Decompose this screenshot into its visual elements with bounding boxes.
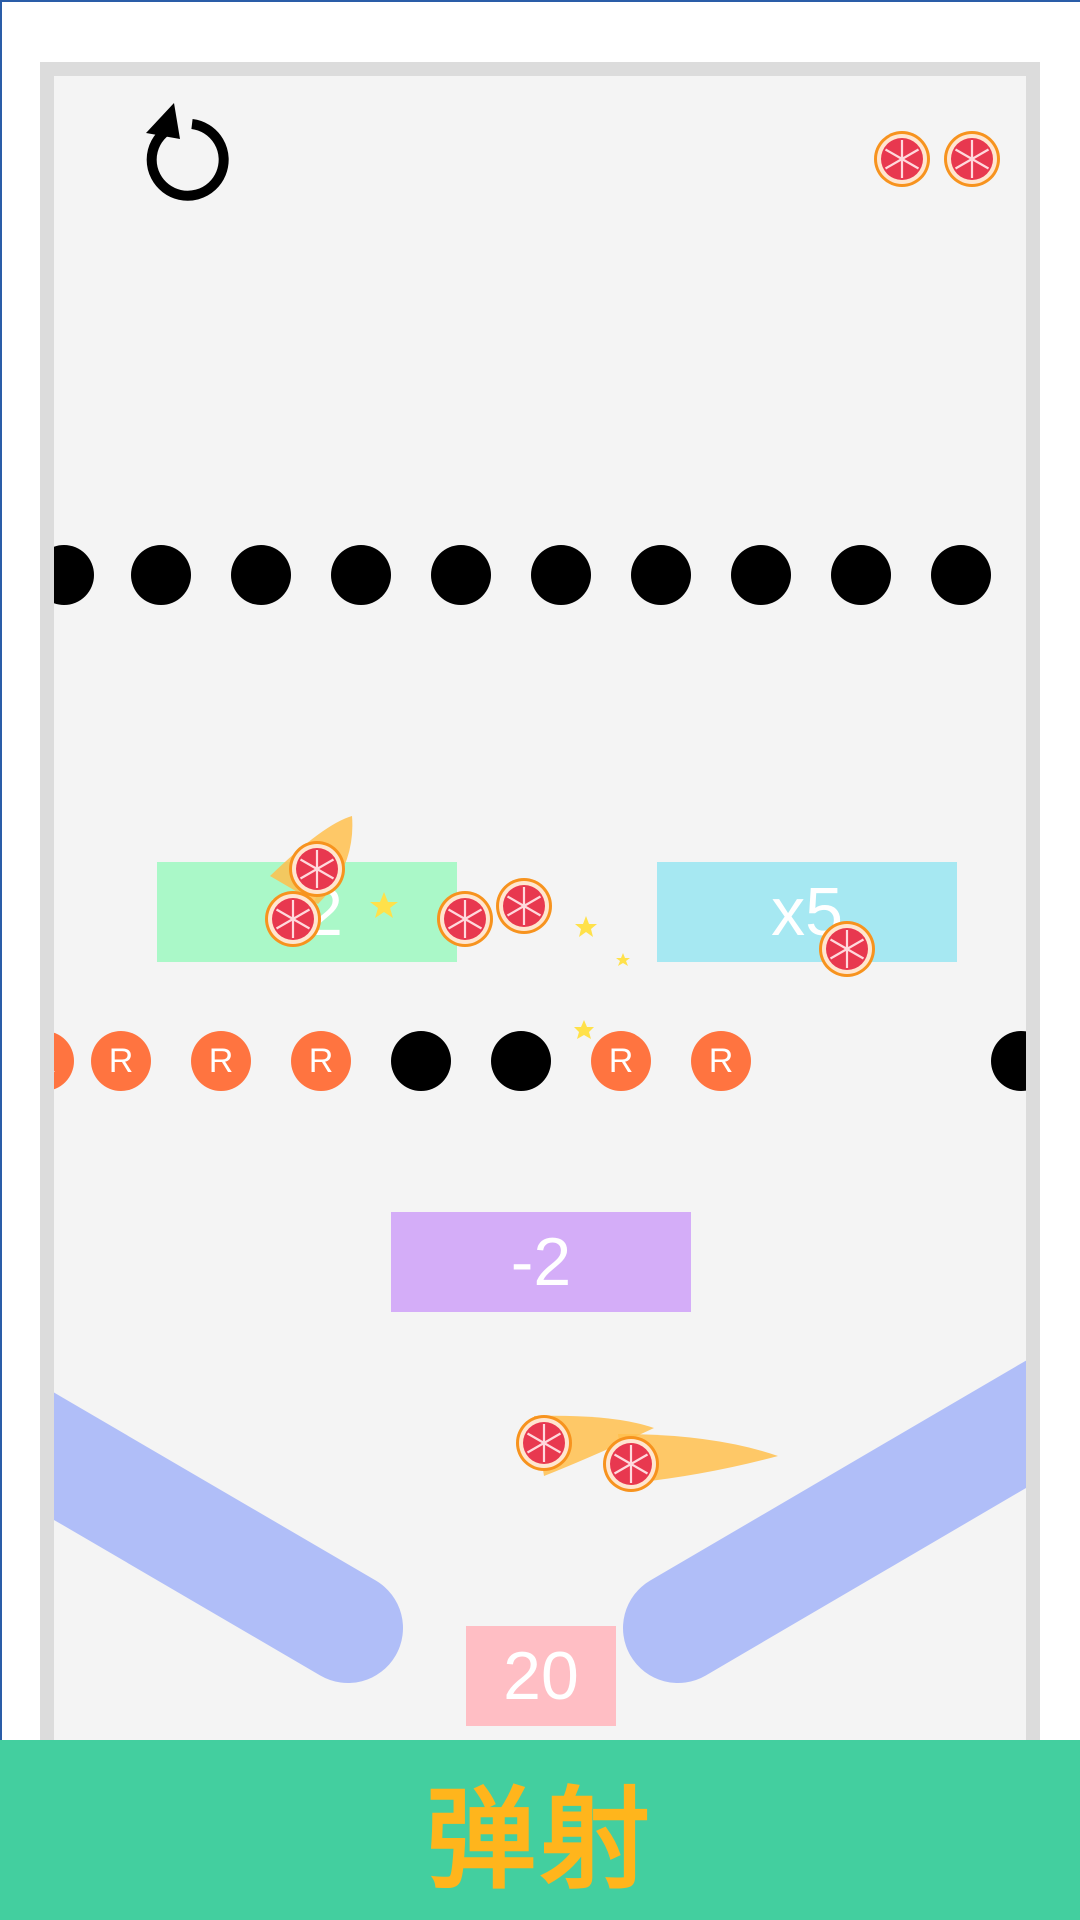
peg [931,545,991,605]
ball-grapefruit-icon [263,889,323,949]
spark-star [574,1020,594,1039]
frame-edge [0,0,1080,2]
ball-grapefruit-icon [287,839,347,899]
multiplier-x5-box: x5 [657,862,957,962]
spark-star [575,916,597,937]
r-peg: R [591,1031,651,1091]
peg [731,545,791,605]
peg [331,545,391,605]
frame-edge [0,0,2,1740]
playfield: x2 x5 R R R R R R -2 20 [40,62,1040,1740]
bumpers [54,1360,1026,1683]
peg [131,545,191,605]
score-box: 20 [466,1626,616,1726]
ball-grapefruit-icon [435,889,495,949]
ball-grapefruit-icon [494,876,554,936]
ball-grapefruit-icon [817,919,877,979]
penalty-box: -2 [391,1212,691,1312]
spark-star [616,953,630,966]
left-bumper [54,1392,403,1683]
ball-grapefruit-icon [601,1434,661,1494]
restart-icon[interactable] [134,103,234,203]
peg [231,545,291,605]
launch-button[interactable]: 弹射 [0,1740,1080,1920]
spark-star [370,892,398,918]
peg [431,545,491,605]
peg [631,545,691,605]
ball-trail [618,1434,778,1484]
r-peg: R [191,1031,251,1091]
r-peg: R [691,1031,751,1091]
peg [391,1031,451,1091]
r-peg: R [291,1031,351,1091]
peg [531,545,591,605]
r-peg: R [54,1031,74,1091]
launch-label: 弹射 [426,1776,654,1904]
life-grapefruit-icon [942,129,1002,189]
r-peg: R [91,1031,151,1091]
peg [1031,545,1040,605]
life-grapefruit-icon [872,129,932,189]
ball-grapefruit-icon [514,1413,574,1473]
peg [831,545,891,605]
peg [491,1031,551,1091]
right-bumper [623,1360,1026,1683]
